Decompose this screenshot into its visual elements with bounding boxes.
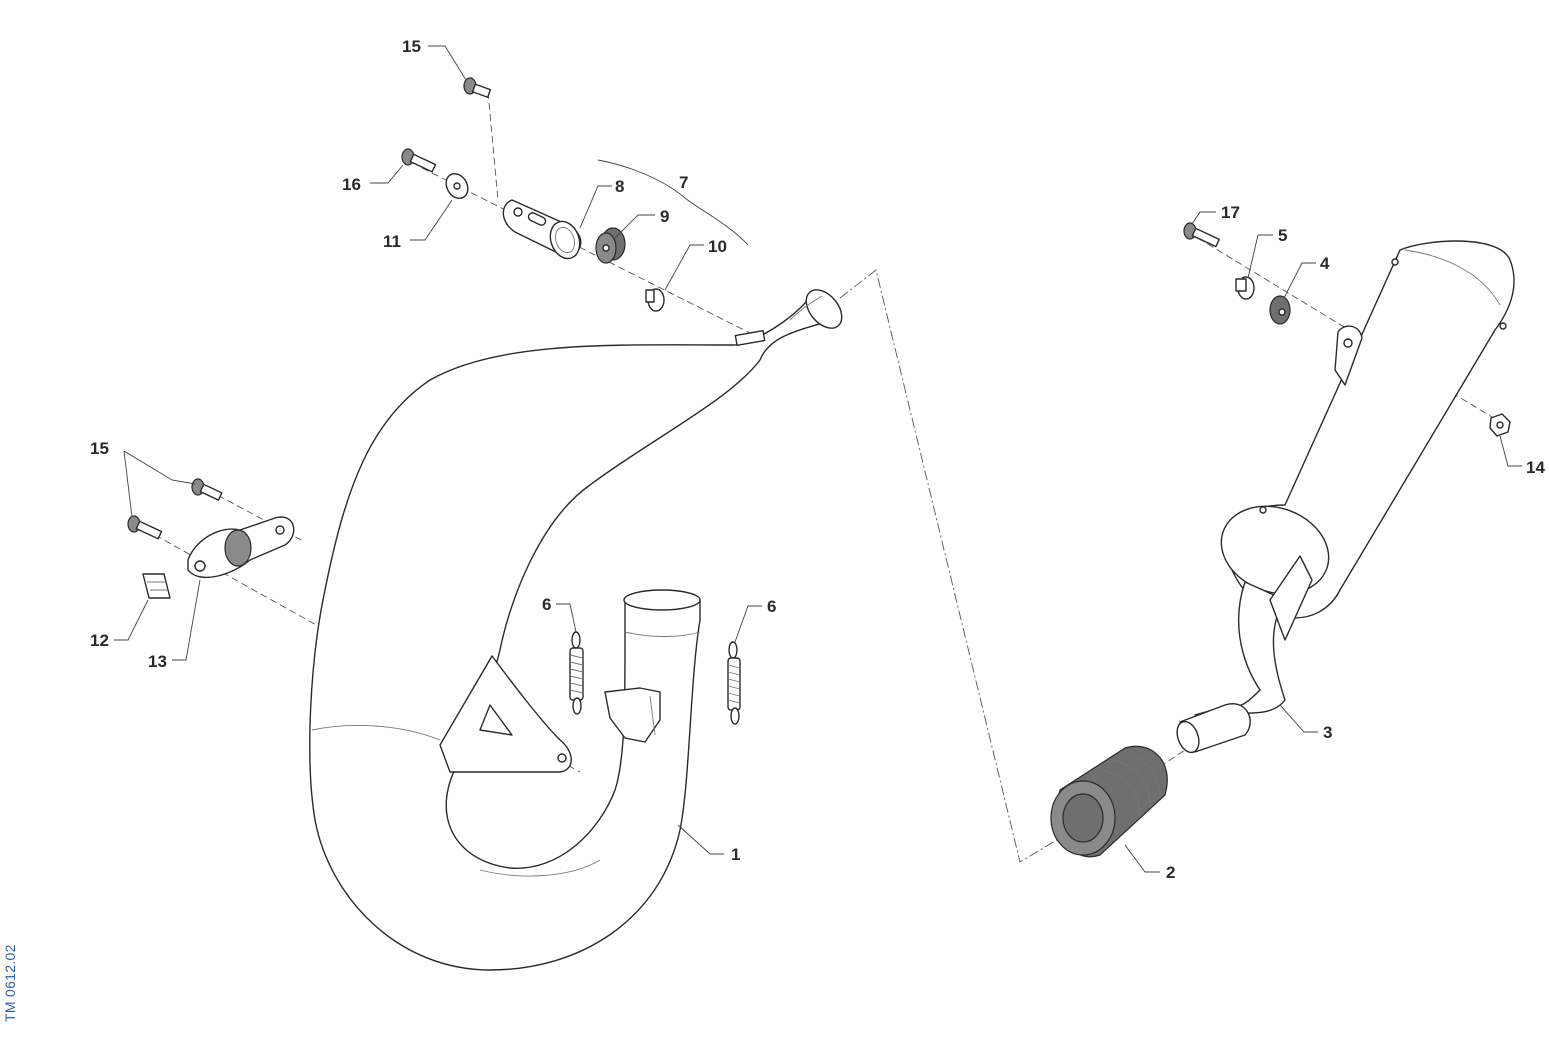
- callout-15-top: 15: [402, 37, 421, 56]
- spring-right: [727, 641, 741, 725]
- callout-6-right: 6: [767, 597, 776, 616]
- callout-10: 10: [708, 237, 727, 256]
- header-pipe: [309, 289, 843, 971]
- callout-2: 2: [1166, 863, 1175, 882]
- bushing-10: [645, 288, 665, 312]
- callout-4: 4: [1320, 254, 1330, 273]
- screw-17: [1183, 222, 1220, 248]
- grommet-4: [1269, 295, 1291, 325]
- screw-15-left-upper: [191, 478, 223, 501]
- callout-17: 17: [1221, 203, 1240, 222]
- silencer-3: [1176, 240, 1515, 754]
- screw-15-left-lower: [127, 515, 163, 540]
- callout-14: 14: [1526, 458, 1545, 477]
- callout-12: 12: [90, 631, 109, 650]
- sleeve-8: [502, 199, 582, 260]
- callout-5: 5: [1278, 226, 1287, 245]
- callout-6-left: 6: [542, 595, 551, 614]
- bracket-13: [187, 516, 295, 579]
- bushing-5: [1235, 276, 1255, 300]
- callout-9: 9: [660, 207, 669, 226]
- screw-16: [401, 148, 437, 173]
- callout-11: 11: [383, 232, 401, 251]
- screw-15-top: [463, 77, 492, 98]
- clip-nut-12: [142, 573, 171, 599]
- washer-11: [445, 172, 469, 200]
- brace-7: [597, 159, 749, 246]
- damper-2: [1050, 745, 1168, 858]
- callout-1: 1: [731, 845, 740, 864]
- callout-8: 8: [615, 177, 624, 196]
- callout-13: 13: [148, 652, 167, 671]
- callout-7: 7: [679, 173, 688, 192]
- callout-3: 3: [1323, 723, 1332, 742]
- callout-15-left: 15: [90, 439, 109, 458]
- grommet-9: [595, 227, 626, 264]
- leader-lines: [114, 45, 1522, 873]
- nut-14: [1489, 413, 1511, 437]
- spring-left: [569, 631, 584, 715]
- drawing-code: TM 0612.02: [2, 944, 18, 1022]
- callout-16: 16: [342, 175, 361, 194]
